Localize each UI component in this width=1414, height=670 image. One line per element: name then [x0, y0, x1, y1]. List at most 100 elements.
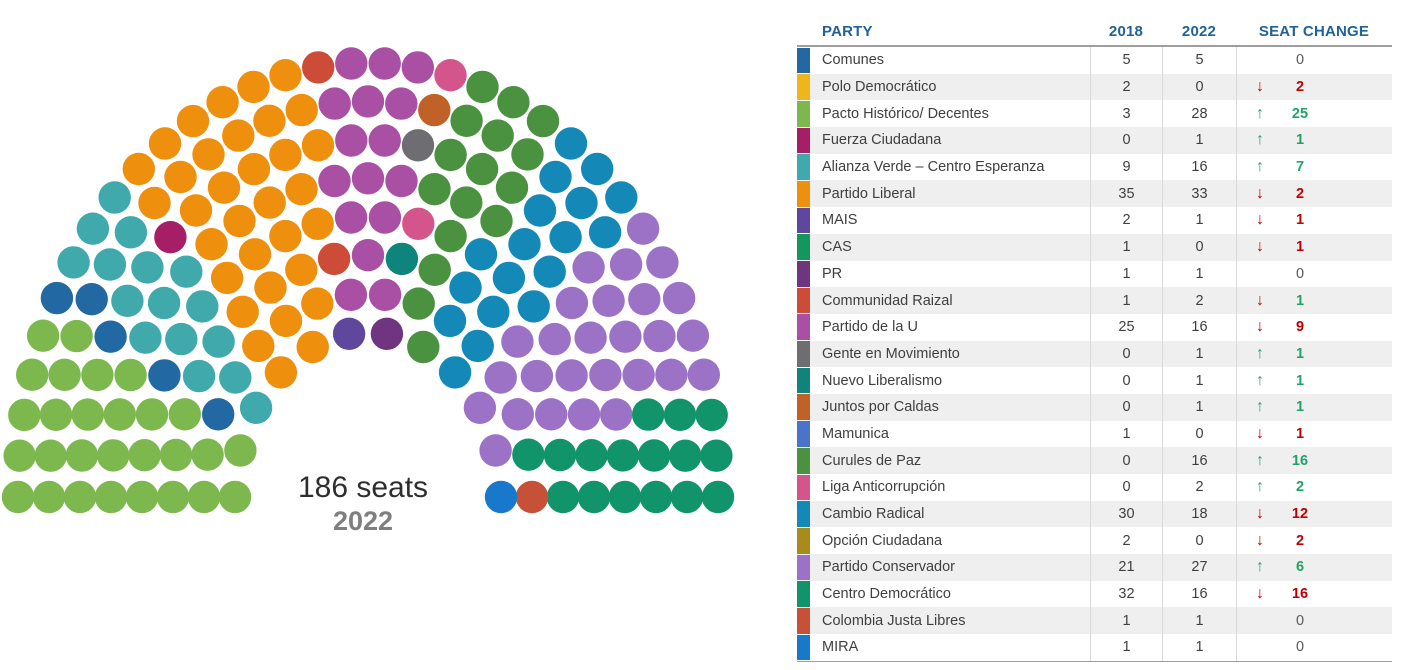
seat-dot [129, 321, 162, 354]
column-header-party: PARTY [822, 23, 873, 40]
seat-change-value: 1 [1295, 292, 1305, 309]
seat-change-value: 25 [1291, 105, 1309, 122]
party-color-swatch [797, 341, 810, 367]
seat-dot [269, 219, 302, 253]
seat-dot [191, 438, 224, 471]
party-color-swatch [797, 581, 810, 607]
table-row: Pacto Histórico/ Decentes 3 28 ↑ 25 [797, 100, 1392, 128]
seat-dot [401, 129, 435, 162]
seat-dot [159, 438, 193, 472]
seat-dot [517, 290, 550, 323]
seat-dot [609, 248, 643, 281]
seats-2018: 2 [1090, 207, 1162, 234]
table-row: Fuerza Ciudadana 0 1 ↑ 1 [797, 127, 1392, 154]
seat-dot [385, 87, 418, 120]
seat-change-value: 2 [1295, 532, 1305, 549]
seat-dot [480, 204, 513, 238]
seat-change-value: 1 [1295, 345, 1305, 362]
seat-dot [402, 287, 435, 320]
seats-2022: 2 [1162, 287, 1236, 314]
seat-dot [170, 255, 203, 288]
table-row: Nuevo Liberalismo 0 1 ↑ 1 [797, 367, 1392, 394]
seat-dot [351, 239, 385, 272]
seat-dot [222, 119, 255, 152]
seat-dot [533, 255, 566, 288]
chart-center-label: 186 seats 2022 [213, 472, 513, 537]
seat-dot [202, 325, 235, 358]
seats-2018: 2 [1090, 527, 1162, 555]
table-row: Partido de la U 25 16 ↓ 9 [797, 313, 1392, 341]
party-color-swatch [797, 527, 810, 554]
seat-dot [26, 319, 60, 352]
seat-change-value: 2 [1295, 479, 1305, 496]
seat-dot [501, 398, 534, 431]
party-name: Pacto Histórico/ Decentes [822, 105, 989, 122]
seat-dot [237, 70, 270, 104]
seat-change-value: 16 [1291, 452, 1309, 469]
seats-2022: 1 [1162, 207, 1236, 234]
party-name: Colombia Justa Libres [822, 612, 966, 629]
seat-dot [76, 212, 110, 245]
seat-dot [351, 85, 385, 118]
seats-2018: 0 [1090, 367, 1162, 394]
seat-change-arrow-icon: ↓ [1256, 505, 1264, 523]
seats-2022: 1 [1162, 607, 1236, 635]
seat-dot [626, 212, 660, 245]
seat-dot [632, 398, 665, 431]
seat-dot [438, 356, 472, 389]
seat-dot [186, 290, 219, 323]
seat-dot [606, 439, 639, 472]
seat-dot [125, 480, 159, 514]
seats-2022: 0 [1162, 73, 1236, 101]
seat-dot [128, 439, 161, 472]
seat-dot [75, 283, 108, 316]
seat-dot [168, 398, 201, 431]
seat-dot [484, 361, 517, 394]
party-color-swatch [797, 47, 810, 74]
seat-dot [48, 358, 81, 391]
table-row: PR 1 1 0 [797, 260, 1392, 288]
table-row: MAIS 2 1 ↓ 1 [797, 207, 1392, 234]
seat-dot [687, 358, 720, 391]
seat-dot [218, 480, 252, 514]
seats-2018: 2 [1090, 73, 1162, 101]
seats-2022: 0 [1162, 527, 1236, 555]
party-color-swatch [797, 607, 810, 634]
seat-dot [501, 325, 534, 358]
seat-change-value: 0 [1295, 612, 1305, 629]
seat-dot [138, 186, 171, 220]
seat-dot [508, 228, 541, 261]
seat-dot [334, 278, 368, 311]
seat-dot [224, 434, 257, 467]
seats-2018: 1 [1090, 233, 1162, 261]
seat-dot [264, 356, 298, 389]
seats-2018: 3 [1090, 100, 1162, 128]
seats-2022: 33 [1162, 180, 1236, 208]
seats-2022: 16 [1162, 447, 1236, 474]
seat-dot [57, 246, 90, 279]
table-row: Curules de Paz 0 16 ↑ 16 [797, 447, 1392, 474]
seat-change-value: 9 [1295, 319, 1305, 336]
table-row: Alianza Verde – Centro Esperanza 9 16 ↑ … [797, 153, 1392, 181]
seat-dot [368, 278, 402, 311]
seat-change-value: 2 [1295, 185, 1305, 202]
seat-dot [449, 271, 482, 304]
seat-dot [317, 242, 351, 276]
seat-change-arrow-icon: ↑ [1256, 398, 1264, 416]
seat-dot [94, 480, 128, 514]
column-header-2018: 2018 [1108, 23, 1144, 40]
seats-2018: 1 [1090, 634, 1162, 661]
seat-dot [94, 320, 127, 353]
seat-dot [407, 330, 440, 364]
seat-dot [385, 164, 418, 198]
seats-2018: 1 [1090, 260, 1162, 288]
party-name: MAIS [822, 212, 858, 229]
party-color-swatch [797, 554, 810, 581]
seat-dot [555, 359, 588, 392]
seat-dot [332, 317, 366, 350]
party-color-swatch [797, 207, 810, 234]
seats-2018: 1 [1090, 287, 1162, 314]
party-name: Comunes [822, 52, 885, 69]
seats-2022: 27 [1162, 554, 1236, 581]
